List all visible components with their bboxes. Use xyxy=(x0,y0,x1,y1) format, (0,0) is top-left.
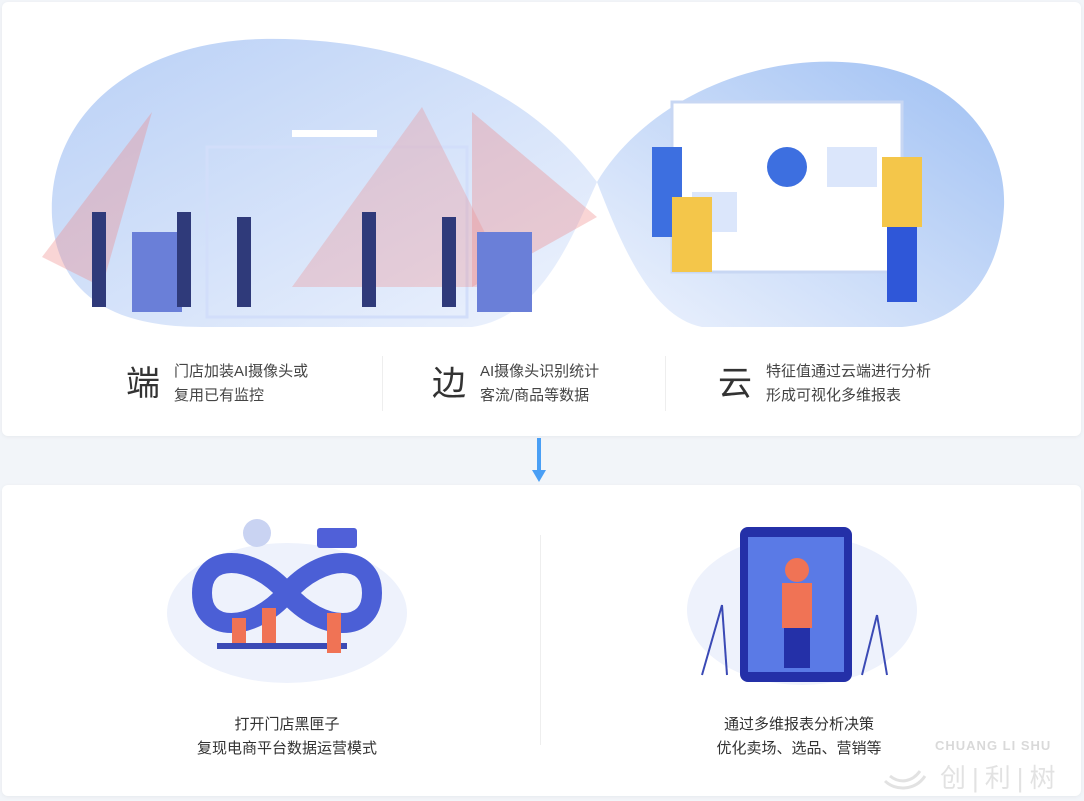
feature-cloud: 云 特征值通过云端进行分析形成可视化多维报表 xyxy=(718,354,931,414)
feature-line: AI摄像头识别统计 xyxy=(480,363,600,380)
feature-char: 端 xyxy=(126,365,160,403)
watermark-logo: CHUANG LI SHU 创|利|树 xyxy=(880,738,1080,798)
feature-line: 客流/商品等数据 xyxy=(480,387,590,404)
logo-wave-icon xyxy=(883,770,927,790)
watermark-text: CHUANG LI SHU xyxy=(935,738,1052,753)
caption-line: 优化卖场、选品、营销等 xyxy=(716,740,882,757)
outcome-card: 打开门店黑匣子 复现电商平台数据运营模式 通过多维报表分析决策 优化卖场、选品、… xyxy=(2,485,1081,796)
report-analysis-illustration xyxy=(687,527,917,685)
caption-line: 通过多维报表分析决策 xyxy=(723,716,874,733)
divider xyxy=(665,356,666,411)
divider xyxy=(382,356,383,411)
feature-line: 形成可视化多维报表 xyxy=(766,387,902,404)
arrow-down-icon xyxy=(532,438,546,482)
outcome-caption: 通过多维报表分析决策 优化卖场、选品、营销等 xyxy=(649,713,949,761)
outcome-caption: 打开门店黑匣子 复现电商平台数据运营模式 xyxy=(137,713,437,761)
edge-cloud-infinity-illustration xyxy=(42,38,1005,327)
divider xyxy=(540,535,541,745)
feature-line: 特征值通过云端进行分析 xyxy=(766,363,932,380)
feature-line: 复用已有监控 xyxy=(174,387,265,404)
feature-edge-compute: 边 AI摄像头识别统计客流/商品等数据 xyxy=(432,354,599,414)
team-infinity-illustration xyxy=(167,519,407,683)
feature-line: 门店加装AI摄像头或 xyxy=(174,363,309,380)
architecture-card: 端 门店加装AI摄像头或复用已有监控 边 AI摄像头识别统计客流/商品等数据 云… xyxy=(2,2,1081,436)
feature-char: 云 xyxy=(718,365,752,403)
caption-line: 复现电商平台数据运营模式 xyxy=(196,740,377,757)
watermark-cn: 创|利|树 xyxy=(940,763,1062,793)
caption-line: 打开门店黑匣子 xyxy=(234,716,340,733)
feature-edge-device: 端 门店加装AI摄像头或复用已有监控 xyxy=(126,354,308,414)
feature-char: 边 xyxy=(432,365,466,403)
